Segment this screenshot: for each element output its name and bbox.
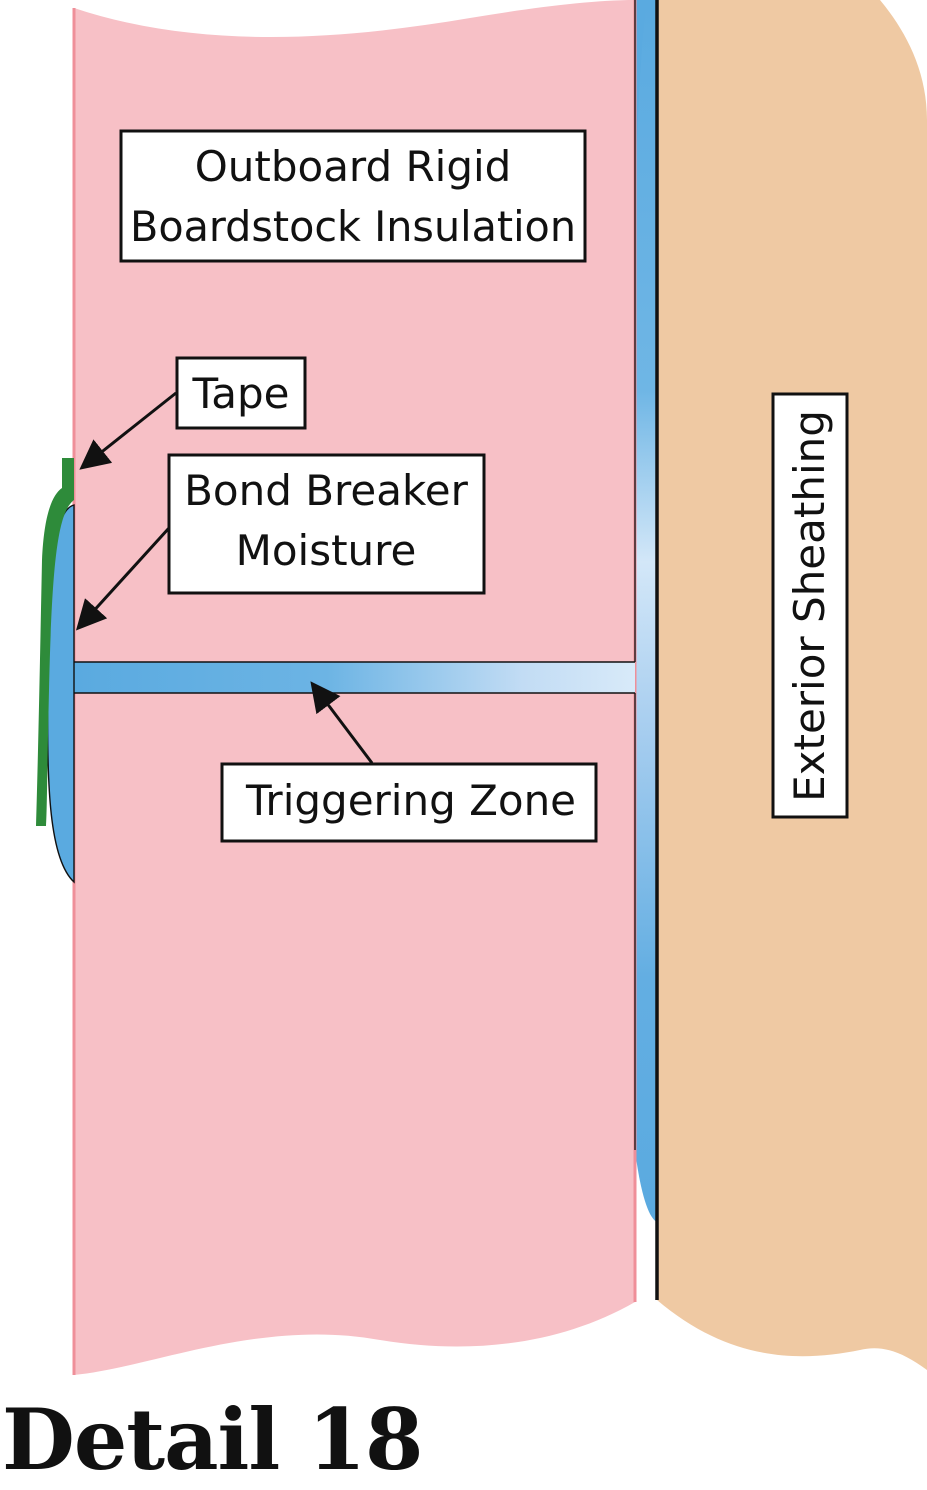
tape-strip — [36, 458, 74, 826]
triggering-zone-label: Triggering Zone — [245, 776, 576, 825]
insulation-label-line1: Outboard Rigid — [195, 142, 512, 191]
triggering-zone-arrow — [310, 681, 374, 764]
drainage-gap-moisture — [635, 0, 657, 1222]
bond-breaker-label-line1: Bond Breaker — [184, 466, 469, 515]
bond-breaker-label-line2: Moisture — [236, 526, 417, 575]
tape-arrow — [79, 391, 177, 470]
insulation-board-lower — [74, 693, 635, 1375]
label-tape: Tape — [175, 356, 307, 430]
detail-caption: Detail 18 — [2, 1390, 423, 1489]
insulation-label-line2: Boardstock Insulation — [130, 202, 576, 251]
sheathing-label: Exterior Sheathing — [785, 410, 834, 802]
tape-label: Tape — [192, 369, 290, 418]
bond-breaker-arrow — [75, 526, 171, 631]
label-sheathing: Exterior Sheathing — [771, 392, 849, 819]
gap-moisture-top-lobe — [635, 0, 646, 230]
label-triggering-zone: Triggering Zone — [220, 762, 598, 843]
label-insulation: Outboard Rigid Boardstock Insulation — [119, 129, 587, 263]
label-bond-breaker: Bond Breaker Moisture — [167, 453, 486, 595]
triggering-zone-joint — [74, 662, 635, 693]
